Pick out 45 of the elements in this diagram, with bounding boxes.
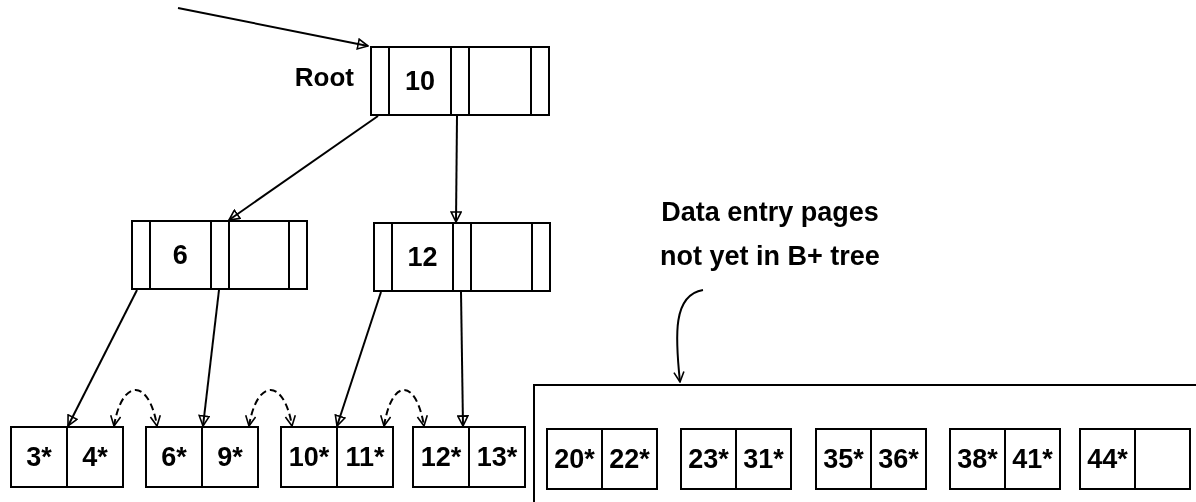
pointer-arrow (334, 291, 382, 427)
leaf-page (10, 426, 124, 488)
data-entry: 3* (26, 443, 52, 471)
sibling-pointer-arrow (380, 389, 428, 427)
data-entry: 41* (1012, 445, 1053, 473)
pointer-arrow (198, 289, 220, 427)
sibling-pointer-arrow (245, 389, 296, 427)
pointer-arrow (67, 289, 138, 427)
data-entry: 12* (420, 443, 462, 471)
data-entry: 44* (1087, 445, 1128, 473)
data-entry: 31* (743, 445, 784, 473)
data-page (1079, 428, 1191, 490)
data-page (949, 428, 1061, 490)
leaf-page (145, 426, 259, 488)
root-label: Root (294, 62, 354, 93)
data-entry: 4* (82, 443, 108, 471)
data-page (680, 428, 792, 490)
data-entry: 6* (161, 443, 187, 471)
data-entry: 9* (217, 443, 243, 471)
data-entry: 23* (688, 445, 729, 473)
key-value: 10 (404, 67, 435, 95)
index-node (131, 220, 308, 290)
data-entry: 10* (288, 443, 330, 471)
pointer-arrow (177, 7, 369, 50)
data-entry: 13* (476, 443, 518, 471)
pointer-arrow (457, 291, 469, 427)
data-entry: 38* (957, 445, 998, 473)
pointer-arrow (450, 115, 462, 223)
leaf-page (412, 426, 526, 488)
pointer-arrow (228, 115, 379, 221)
sibling-pointer-arrow (110, 389, 161, 427)
data-entry: 36* (878, 445, 919, 473)
data-entry: 22* (609, 445, 650, 473)
note-text: Data entry pages not yet in B+ tree (650, 190, 890, 282)
page-area (533, 384, 1196, 502)
leaf-page (280, 426, 394, 488)
index-node (373, 222, 551, 292)
data-entry: 35* (823, 445, 864, 473)
key-value: 6 (172, 241, 188, 269)
data-page (546, 428, 658, 490)
data-entry: 20* (554, 445, 595, 473)
key-value: 12 (407, 243, 438, 271)
leader-line (673, 289, 704, 383)
data-entry: 11* (345, 443, 385, 471)
data-page (815, 428, 927, 490)
